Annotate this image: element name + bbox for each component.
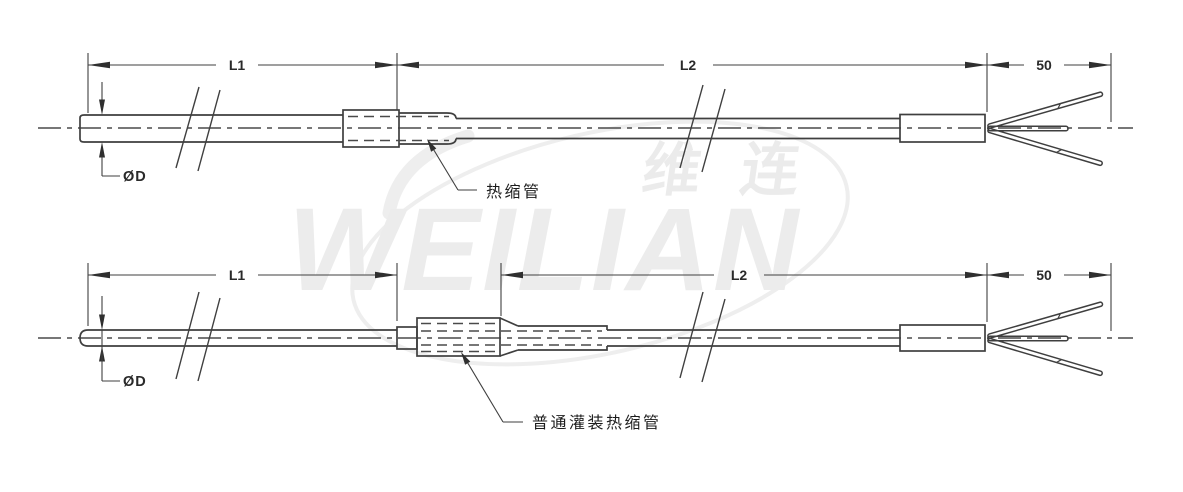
dim-arrowhead bbox=[375, 61, 397, 69]
watermark-brand-en: WEILIAN bbox=[288, 184, 801, 316]
break-mark bbox=[175, 86, 200, 169]
callout-arrowhead bbox=[427, 139, 437, 152]
dim-label-tail: 50 bbox=[1036, 57, 1052, 73]
sleeve-taper bbox=[499, 317, 519, 357]
lead-wire-middle bbox=[987, 335, 1069, 342]
dim-arrowhead bbox=[965, 271, 987, 279]
dim-arrowhead bbox=[397, 61, 419, 69]
dim-arrowhead bbox=[987, 61, 1009, 69]
watermark-brand-cn: 维 连 bbox=[638, 138, 815, 203]
dim-label-l2: L2 bbox=[731, 267, 748, 283]
dim-arrowhead bbox=[1089, 61, 1111, 69]
probe-outline bbox=[79, 329, 397, 347]
dim-arrowhead bbox=[965, 61, 987, 69]
lead-wire-lower bbox=[987, 127, 1103, 167]
filled-heat-shrink-sleeve bbox=[416, 317, 501, 357]
break-mark bbox=[175, 291, 200, 380]
callout-label: 热缩管 bbox=[486, 183, 542, 201]
callout-leader bbox=[462, 354, 504, 423]
mid-tube bbox=[518, 325, 608, 351]
dim-label-l1: L1 bbox=[229, 57, 246, 73]
dim-arrowhead bbox=[375, 271, 397, 279]
break-mark bbox=[197, 89, 221, 172]
dim-arrowhead bbox=[88, 61, 110, 69]
break-mark bbox=[701, 298, 726, 383]
dim-arrowhead bbox=[88, 271, 110, 279]
watermark: WEILIAN 维 连 bbox=[288, 119, 850, 367]
diameter-label: ØD bbox=[123, 169, 147, 185]
break-mark bbox=[197, 297, 221, 382]
watermark-ellipse-swoosh bbox=[350, 119, 850, 367]
callout-label: 普通灌装热缩管 bbox=[532, 414, 662, 432]
diameter-arrowhead bbox=[99, 314, 105, 330]
lead-wire-upper bbox=[987, 91, 1104, 129]
end-sleeve bbox=[899, 113, 986, 143]
watermark-comma-swoosh bbox=[382, 129, 475, 220]
lead-wire-lower bbox=[987, 337, 1103, 377]
dim-arrowhead bbox=[501, 271, 523, 279]
dim-label-tail: 50 bbox=[1036, 267, 1052, 283]
break-mark bbox=[701, 88, 726, 173]
dim-arrowhead bbox=[987, 271, 1009, 279]
diameter-label: ØD bbox=[123, 374, 147, 390]
diameter-arrowhead bbox=[99, 99, 105, 115]
dim-label-l1: L1 bbox=[229, 267, 246, 283]
end-sleeve bbox=[899, 324, 986, 352]
lead-wire-middle bbox=[987, 125, 1069, 132]
bottom-diagram: L1 L2 50 ØD 普通灌装热缩管 bbox=[38, 263, 1133, 432]
break-mark bbox=[679, 291, 704, 379]
callout-arrowhead bbox=[461, 352, 471, 365]
dim-arrowhead bbox=[1089, 271, 1111, 279]
break-mark bbox=[679, 84, 704, 169]
heat-shrink-tube bbox=[399, 112, 457, 145]
top-diagram: L1 L2 50 ØD 热缩管 bbox=[38, 53, 1133, 201]
lead-wire-upper bbox=[987, 301, 1104, 339]
dim-label-l2: L2 bbox=[680, 57, 697, 73]
probe-outline bbox=[79, 114, 343, 143]
diameter-arrowhead bbox=[99, 142, 105, 158]
heat-shrink-collar bbox=[342, 109, 400, 148]
